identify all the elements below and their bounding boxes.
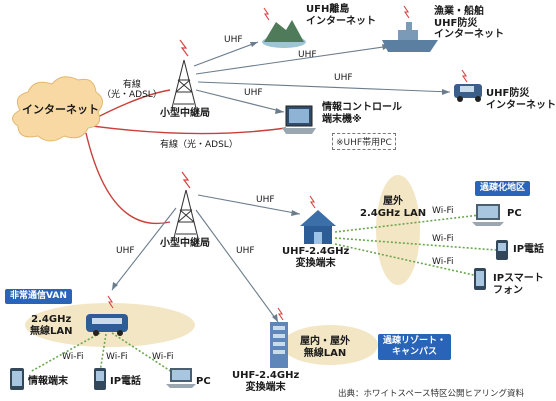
van-lan-label: 2.4GHz 無線LAN [30,314,73,337]
relay-tower-top [171,59,197,109]
wifi-label-info: Wi-Fi [62,352,84,362]
ip-phone-right-label: IP電話 [513,244,545,255]
uhf-vehicle-label: UHF防災 インターネット [486,88,556,111]
wifi-links [29,214,497,373]
uhf-label-van: UHF [116,246,135,256]
signal-icon-top [179,39,189,57]
uhf-ship-label: 漁業・船舶 UHF防災 インターネット [434,6,504,40]
wired-links [85,89,287,225]
converter-house-icon [300,210,336,244]
wifi-label-phone: Wi-Fi [432,234,454,244]
uhf-label-house: UHF [256,195,275,205]
control-terminal-label: 情報コントロール 端末機※ [322,102,402,125]
wifi-label-pc-bottom: Wi-Fi [152,352,174,362]
uhf-label-ship: UHF [298,50,317,60]
wired-label-top: 有線 （光・ADSL） [102,80,162,101]
converter-bottom-label: UHF-2.4GHz 変換端末 [232,370,300,393]
signal-icon-bottom [181,171,191,189]
island-icon [262,20,306,48]
pc-right-label: PC [507,208,522,219]
pc-right-icon [472,204,504,226]
internet-label: インターネット [22,103,99,116]
internet-cloud [12,76,103,142]
uhf-label-building: UHF [236,246,255,256]
pc-bottom-label: PC [196,376,211,387]
relay-station-top-label: 小型中継局 [160,108,210,119]
signal-icon-van [107,295,114,309]
van-icon [86,314,128,336]
converter-mid-label: UHF-2.4GHz 変換端末 [282,246,350,269]
resort-campus-badge: 過疎リゾート・ キャンパス [378,334,452,360]
wired-label-mid: 有線（光・ADSL） [160,140,238,150]
relay-tower-bottom [173,189,199,239]
uhf-links [111,41,451,323]
depopulated-area-badge: 過疎化地区 [475,181,531,196]
ip-phone-right-icon [496,240,508,260]
ip-phone-bottom-icon [94,368,106,390]
signal-icon-ship [403,5,410,19]
smartphone-right-icon [474,268,486,290]
outdoor-lan-zone [376,175,420,285]
uhf-label-island: UHF [224,35,243,45]
signal-icon-building [277,307,284,321]
outdoor-lan-label: 屋外 2.4GHz LAN [360,196,427,219]
control-terminal-icon [282,105,316,134]
ship-icon [382,22,438,52]
indoor-outdoor-lan-label: 屋内・屋外 無線LAN [300,336,350,359]
uhf-pc-note: ※UHF帯用PC [332,133,396,150]
signal-icon-house [309,195,316,209]
wifi-label-pc: Wi-Fi [432,206,454,216]
source-credit: 出典：ホワイトスペース特区公開ヒアリング資料 [338,389,524,399]
wifi-label-ip: Wi-Fi [106,352,128,362]
wifi-label-smart: Wi-Fi [432,257,454,267]
signal-icon-vehicle [461,69,468,83]
smartphone-right-label: IPスマート フォン [493,273,544,296]
uhf-label-vehicle: UHF [334,73,353,83]
uhf-label-terminal: UHF [244,88,263,98]
indoor-lan-zone [282,325,378,365]
ip-phone-bottom-label: IP電話 [110,376,142,387]
converter-building-icon [270,322,288,368]
uhf-island-label: UFH離島 インターネット [306,4,376,27]
pc-bottom-icon [166,368,196,388]
info-terminal-label: 情報端末 [28,376,68,387]
signal-icon-island [263,7,270,21]
info-terminal-icon [10,368,24,390]
relay-station-bottom-label: 小型中継局 [160,238,210,249]
emergency-van-badge: 非常通信VAN [5,289,72,304]
vehicle-icon [454,84,482,102]
